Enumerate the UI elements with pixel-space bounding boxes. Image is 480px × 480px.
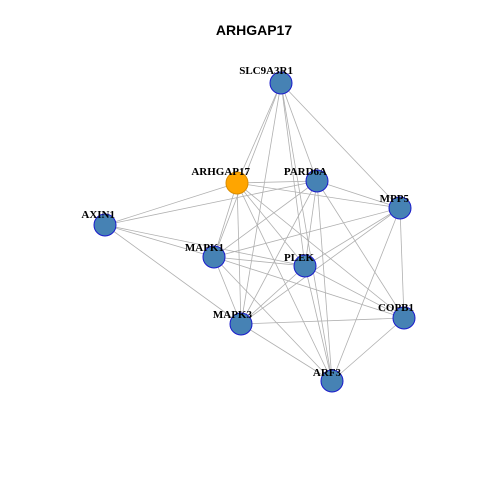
edge-mapk1-mapk3: [213, 256, 242, 325]
node-label-mpp5: MPP5: [380, 193, 410, 205]
edge-plek-arf3: [304, 265, 333, 382]
edge-slc9a3r1-arhgap17: [236, 82, 282, 184]
edge-mpp5-arf3: [331, 207, 401, 382]
edges-layer: [104, 82, 405, 382]
edge-pard6a-copb1: [316, 180, 405, 319]
edge-axin1-mapk3: [104, 224, 242, 325]
node-mapk3[interactable]: [229, 312, 253, 336]
edge-pard6a-mapk3: [240, 180, 318, 325]
edge-arhgap17-copb1: [236, 182, 405, 319]
edge-mapk3-arf3: [240, 323, 333, 382]
edge-mapk1-plek: [213, 256, 306, 267]
edge-mpp5-copb1: [399, 207, 405, 319]
edge-arhgap17-mpp5: [236, 182, 401, 209]
node-mpp5[interactable]: [388, 196, 412, 220]
node-axin1[interactable]: [93, 213, 117, 237]
nodes-layer: [93, 71, 416, 393]
node-label-arhgap17: ARHGAP17: [191, 166, 250, 178]
edge-mpp5-plek: [304, 207, 401, 267]
node-label-slc9a3r1: SLC9A3R1: [239, 65, 293, 77]
edge-copb1-arf3: [331, 317, 405, 382]
node-label-arf3: ARF3: [313, 367, 342, 379]
node-arhgap17[interactable]: [225, 171, 249, 195]
edge-mapk1-copb1: [213, 256, 405, 319]
edge-slc9a3r1-mapk3: [240, 82, 282, 325]
node-slc9a3r1[interactable]: [269, 71, 293, 95]
edge-arhgap17-plek: [236, 182, 306, 267]
edge-pard6a-mapk1: [213, 180, 318, 258]
node-plek[interactable]: [293, 254, 317, 278]
edge-mapk1-arf3: [213, 256, 333, 382]
node-arf3[interactable]: [320, 369, 344, 393]
edge-arhgap17-mapk3: [236, 182, 242, 325]
edge-mapk3-copb1: [240, 317, 405, 325]
edge-pard6a-axin1: [104, 180, 318, 226]
edge-pard6a-mpp5: [316, 180, 401, 209]
node-copb1[interactable]: [392, 306, 416, 330]
graph-title: ARHGAP17: [216, 22, 292, 38]
node-label-mapk1: MAPK1: [185, 242, 224, 254]
edge-plek-copb1: [304, 265, 405, 319]
node-label-pard6a: PARD6A: [284, 166, 327, 178]
node-pard6a[interactable]: [305, 169, 329, 193]
node-label-plek: PLEK: [284, 252, 314, 264]
node-mapk1[interactable]: [202, 245, 226, 269]
node-label-axin1: AXIN1: [81, 209, 115, 221]
edge-mpp5-mapk1: [213, 207, 401, 258]
edge-slc9a3r1-arf3: [280, 82, 333, 382]
edge-axin1-plek: [104, 224, 306, 267]
node-label-mapk3: MAPK3: [213, 309, 253, 321]
edge-slc9a3r1-plek: [280, 82, 306, 267]
edge-axin1-mapk1: [104, 224, 215, 258]
edge-arhgap17-pard6a: [236, 180, 318, 184]
edge-slc9a3r1-mpp5: [280, 82, 401, 209]
edge-mpp5-mapk3: [240, 207, 401, 325]
edge-slc9a3r1-mapk1: [213, 82, 282, 258]
edge-pard6a-plek: [304, 180, 318, 267]
edge-pard6a-arf3: [316, 180, 333, 382]
edge-slc9a3r1-pard6a: [280, 82, 318, 182]
edge-plek-mapk3: [240, 265, 306, 325]
edge-arhgap17-arf3: [236, 182, 333, 382]
edge-arhgap17-axin1: [104, 182, 238, 226]
edge-arhgap17-mapk1: [213, 182, 238, 258]
node-label-copb1: COPB1: [378, 302, 414, 314]
